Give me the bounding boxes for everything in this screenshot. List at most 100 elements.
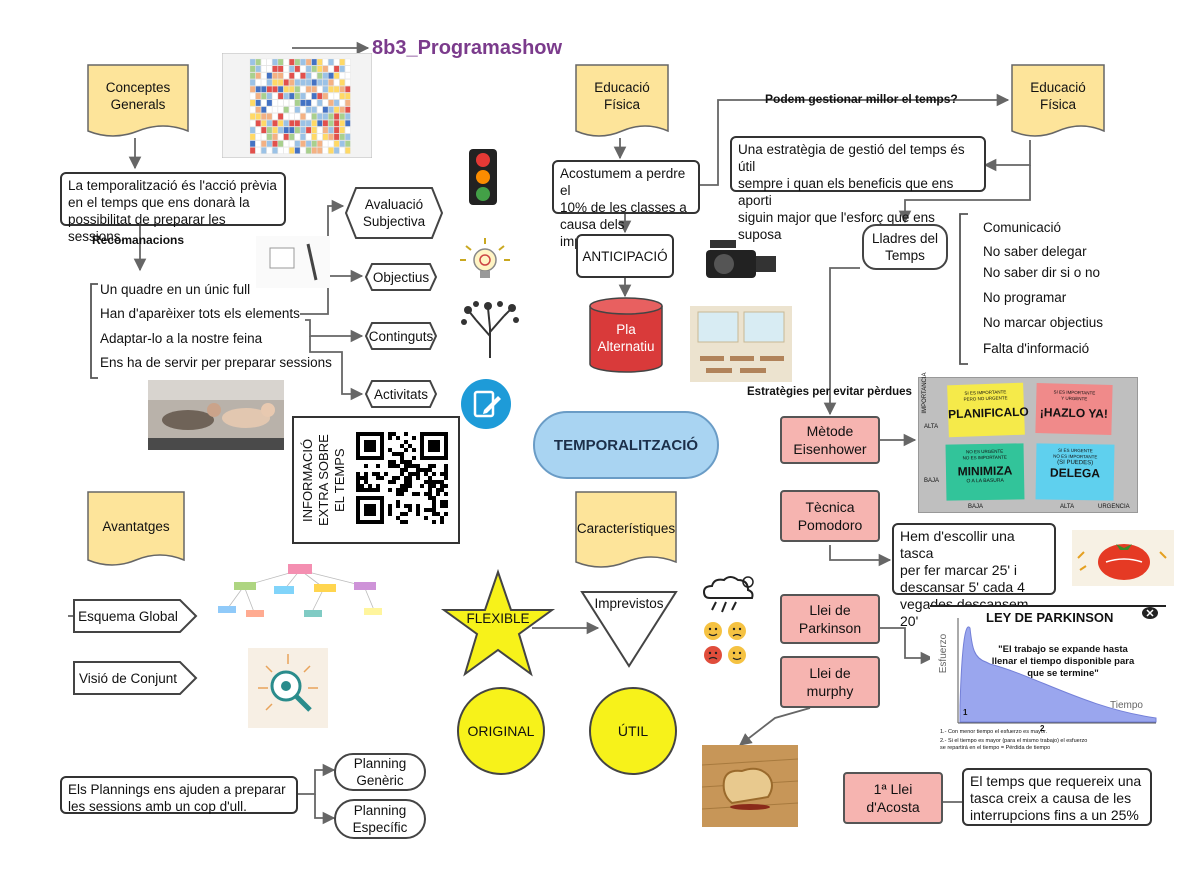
central-topic-label: TEMPORALITZACIÓ <box>553 436 699 454</box>
arrow-shape <box>73 661 198 695</box>
llei-parkinson[interactable]: Llei de Parkinson <box>780 594 880 644</box>
element-hexagon-shape <box>364 322 438 350</box>
tomato-timer-icon <box>1072 530 1174 586</box>
recom-item: Adaptar-lo a la nostre feina <box>100 331 263 346</box>
vision-eye-image <box>248 648 328 728</box>
strategy-box: Una estratègia de gestió del temps és út… <box>730 136 986 242</box>
element-continguts[interactable]: Continguts <box>368 328 434 344</box>
lladres-item: No marcar objectius <box>983 315 1104 330</box>
element-hexagon-shape <box>364 380 438 408</box>
element-hexagon-shape <box>364 263 438 291</box>
parkinson-quote: "El trabajo se expande hasta llenar el t… <box>991 644 1135 679</box>
pla-alternatiu: Pla Alternatiu <box>597 322 655 354</box>
conceptes-banner-shape <box>87 64 189 137</box>
planning-generic[interactable]: Planning Genèric <box>334 753 426 791</box>
caracteristiques-banner: Característiques <box>576 520 676 536</box>
lladres-item: Falta d'informació <box>983 341 1090 356</box>
edu-left-banner: Educació Física <box>594 80 650 112</box>
matrix-q4-title: DELEGA <box>1049 465 1101 481</box>
estrategies-label: Estratègies per evitar pèrdues <box>747 386 912 398</box>
matrix-q3-small: NO ES URGENTE NO ES IMPORTANTE <box>962 448 1007 461</box>
imprevistos-label: Imprevistos <box>594 595 664 611</box>
toast-photo-image <box>702 745 798 827</box>
recom-item: Un quadre en un únic full <box>100 282 251 297</box>
definition-box: La temporalització és l'acció prèvia en … <box>60 172 286 244</box>
parkinson-note-1: 1.- Con menor tiempo el esfuerzo es mayo… <box>940 729 1047 735</box>
page-title: 8b3_Programashow <box>372 37 563 59</box>
edu-right-banner-shape <box>1011 64 1105 137</box>
matrix-alta-y: ALTA <box>924 424 939 430</box>
paper-pencil-image <box>256 236 330 288</box>
lladres-del-temps[interactable]: Lladres del Temps <box>862 224 948 270</box>
tecnica-pomodoro[interactable]: Tècnica Pomodoro <box>780 490 880 542</box>
pla-cylinder-shape <box>589 297 663 373</box>
original-circle[interactable]: ORIGINAL <box>457 687 545 775</box>
acosta-desc-box: El temps que requereix una tasca creix a… <box>962 768 1152 826</box>
edu-fact-box: Acostumem a perdre el 10% de les classes… <box>552 160 700 249</box>
storm-cloud-icon <box>702 576 754 613</box>
llei-acosta[interactable]: 1ª Llei d'Acosta <box>843 772 943 824</box>
element-activitats[interactable]: Activitats <box>373 386 428 402</box>
lladres-item: Comunicació <box>983 220 1062 235</box>
flexible-star-shape <box>440 568 556 677</box>
element-objectius[interactable]: Objectius <box>372 269 430 285</box>
element-avaluacio[interactable]: Avaluació Subjectiva <box>362 197 426 229</box>
matrix-q2-title: ¡HAZLO YA! <box>1039 405 1109 421</box>
lladres-item: No saber delegar <box>983 244 1087 259</box>
qr-code-image[interactable] <box>356 432 448 524</box>
conceptes-banner: Conceptes Generals <box>105 80 171 112</box>
matrix-q2: SI ES IMPORTANTE Y URGENTE ¡HAZLO YA! <box>1035 383 1113 435</box>
avantatge-visio-conjunt: Visió de Conjunt <box>78 670 178 686</box>
matrix-q2-small: SI ES IMPORTANTE Y URGENTE <box>1053 389 1096 402</box>
llei-murphy[interactable]: Llei de murphy <box>780 656 880 708</box>
traffic-light-icon <box>469 149 497 205</box>
matrix-axis-urgency: URGENCIA <box>1098 504 1130 510</box>
edu-left-banner-shape <box>575 64 669 137</box>
edit-note-icon <box>461 379 511 429</box>
anticipacio-box: ANTICIPACIÓ <box>576 234 674 278</box>
parkinson-note-2: 2.- Si el tiempo es mayor (para el mismo… <box>940 738 1088 751</box>
avantatges-banner: Avantatges <box>102 518 170 534</box>
video-camera-icon <box>706 240 776 278</box>
metode-eisenhower[interactable]: Mètode Eisenhower <box>780 416 880 464</box>
caracteristiques-banner-shape <box>575 491 677 568</box>
lladres-item: No programar <box>983 290 1067 305</box>
arrow-shape <box>73 599 198 633</box>
parkinson-close-icon <box>1142 607 1158 619</box>
parkinson-mark-2: 2 <box>1040 724 1045 733</box>
lightbulb-target-icon <box>460 238 510 278</box>
avantatges-banner-shape <box>87 491 185 566</box>
matrix-q1-title: PLANIFICALO <box>947 404 1029 422</box>
original-label: ORIGINAL <box>467 723 535 739</box>
question-label: Podem gestionar millor el temps? <box>765 92 958 106</box>
util-label: ÚTIL <box>617 723 649 739</box>
parkinson-mark-1: 1 <box>963 708 968 717</box>
schedule-grid-image <box>222 53 372 158</box>
lladres-item: No saber dir si o no <box>983 265 1101 280</box>
matrix-baja-x: BAJA <box>968 504 984 510</box>
classroom-photo-image <box>690 306 792 382</box>
util-circle[interactable]: ÚTIL <box>589 687 677 775</box>
matrix-q4: SI ES URGENTE NO ES IMPORTANTE (SI PUEDE… <box>1035 443 1115 501</box>
recom-item: Ens ha de servir per preparar sessions <box>100 355 332 370</box>
matrix-q1: SI ES IMPORTANTE PERO NO URGENTE PLANIFI… <box>947 382 1029 438</box>
gym-photo-image <box>148 380 284 450</box>
qr-text-label: INFORMACIÓ EXTRA SOBRE EL TEMPS <box>300 434 347 526</box>
matrix-alta-x: ALTA <box>1060 504 1075 510</box>
central-topic[interactable]: TEMPORALITZACIÓ <box>533 411 719 479</box>
planning-especific[interactable]: Planning Específic <box>334 799 426 839</box>
matrix-baja-y: BAJA <box>924 478 940 484</box>
matrix-q3-title: MINIMIZA <box>957 463 1013 479</box>
emoji-faces-icon <box>704 622 746 664</box>
imprevistos-triangle-shape <box>580 591 678 668</box>
recomanacions-label: Recomanacions <box>92 233 185 247</box>
pomodoro-desc-box: Hem d'escollir una tasca per fer marcar … <box>892 523 1056 629</box>
parkinson-xlabel: Tiempo <box>1110 700 1143 711</box>
matrix-q3: NO ES URGENTE NO ES IMPORTANTE MINIMIZA … <box>945 443 1025 501</box>
tree-head-icon <box>461 301 519 358</box>
matrix-q1-small: SI ES IMPORTANTE PERO NO URGENTE <box>963 389 1008 402</box>
parkinson-curve <box>957 618 1157 724</box>
plannings-box: Els Plannings ens ajuden a preparar les … <box>60 776 298 814</box>
recom-item: Han d'aparèixer tots els elements <box>100 306 300 321</box>
